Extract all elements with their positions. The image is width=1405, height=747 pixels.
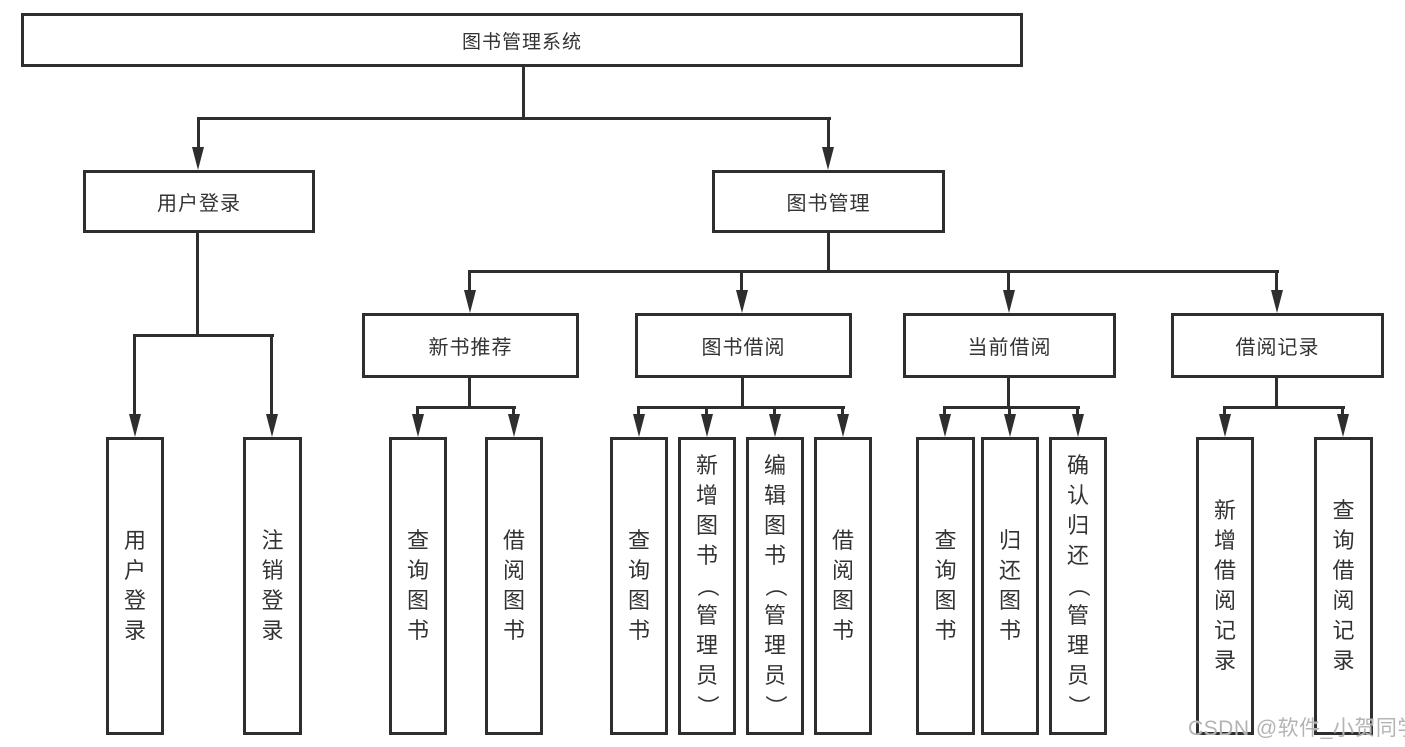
arrowhead xyxy=(1004,414,1016,437)
connector-line xyxy=(1008,406,1011,416)
connector-line xyxy=(468,270,471,292)
connector-line xyxy=(1275,270,1278,292)
arrowhead xyxy=(736,290,748,313)
connector-line xyxy=(196,233,199,336)
node-current-borrow: 当前借阅 xyxy=(903,313,1116,378)
connector-line xyxy=(1275,378,1278,409)
connector-l1-bar xyxy=(197,117,831,120)
leaf-user-login: 用户登录 xyxy=(106,437,164,735)
arrowhead xyxy=(412,414,424,437)
leaf-add-book-admin: 新增图书（管理员） xyxy=(678,437,736,735)
connector-bar xyxy=(637,406,845,409)
node-label: 新书推荐 xyxy=(428,337,513,359)
arrowhead xyxy=(837,414,849,437)
arrowhead xyxy=(939,414,951,437)
connector-line xyxy=(705,406,708,416)
connector-line xyxy=(512,406,515,416)
leaf-edit-book-admin: 编辑图书（管理员） xyxy=(746,437,804,735)
leaf-add-borrow-record: 新增借阅记录 xyxy=(1196,437,1254,735)
node-book-borrow: 图书借阅 xyxy=(635,313,852,378)
arrowhead-to-book-mgmt xyxy=(822,147,834,170)
connector-line xyxy=(1341,406,1344,416)
node-borrow-record: 借阅记录 xyxy=(1171,313,1384,378)
connector-line xyxy=(468,378,471,409)
leaf-query-books: 查询图书 xyxy=(916,437,975,735)
connector-bar xyxy=(133,334,274,337)
arrowhead xyxy=(508,414,520,437)
csdn-watermark: CSDN @软件_小贺同学 xyxy=(1188,717,1405,740)
node-new-book-recommend: 新书推荐 xyxy=(362,313,579,378)
connector-line xyxy=(827,117,830,147)
connector-l2-bar xyxy=(468,270,1279,273)
leaf-return-books: 归还图书 xyxy=(981,437,1039,735)
connector-line xyxy=(827,233,830,273)
node-label: 图书借阅 xyxy=(701,337,786,359)
leaf-confirm-return-admin: 确认归还（管理员） xyxy=(1049,437,1107,735)
node-label: 用户登录 xyxy=(157,193,241,215)
arrowhead xyxy=(129,414,141,437)
node-label: 图书管理系统 xyxy=(461,31,582,53)
arrowhead xyxy=(701,414,713,437)
connector-root-stem xyxy=(522,67,525,119)
leaf-query-books: 查询图书 xyxy=(610,437,668,735)
arrowhead xyxy=(1219,414,1231,437)
node-user-login: 用户登录 xyxy=(83,170,315,233)
connector-line xyxy=(943,406,946,416)
node-label: 图书管理 xyxy=(786,193,871,215)
arrowhead xyxy=(266,414,278,437)
connector-line xyxy=(1223,406,1226,416)
node-label: 借阅记录 xyxy=(1235,337,1320,359)
arrowhead xyxy=(769,414,781,437)
connector-line xyxy=(637,406,640,416)
arrowhead xyxy=(1003,290,1015,313)
leaf-borrow-books: 借阅图书 xyxy=(485,437,543,735)
connector-line xyxy=(416,406,419,416)
connector-bar xyxy=(943,406,1080,409)
arrowhead xyxy=(1337,414,1349,437)
connector-line xyxy=(740,270,743,292)
arrowhead-to-user-login xyxy=(192,147,204,170)
arrowhead xyxy=(633,414,645,437)
connector-bar xyxy=(416,406,516,409)
node-book-management: 图书管理 xyxy=(712,170,945,233)
connector-bar xyxy=(1223,406,1345,409)
arrowhead xyxy=(1271,290,1283,313)
node-library-system: 图书管理系统 xyxy=(21,13,1023,67)
connector-line xyxy=(133,334,136,414)
leaf-logout: 注销登录 xyxy=(243,437,302,735)
leaf-borrow-books: 借阅图书 xyxy=(814,437,872,735)
connector-line xyxy=(741,378,744,409)
connector-line xyxy=(197,117,200,147)
arrowhead xyxy=(464,290,476,313)
connector-line xyxy=(841,406,844,416)
connector-line xyxy=(1007,270,1010,292)
connector-line xyxy=(270,334,273,414)
connector-line xyxy=(773,406,776,416)
arrowhead xyxy=(1072,414,1084,437)
connector-line xyxy=(1007,378,1010,409)
leaf-query-borrow-record: 查询借阅记录 xyxy=(1314,437,1373,735)
leaf-query-books: 查询图书 xyxy=(389,437,447,735)
connector-line xyxy=(1076,406,1079,416)
node-label: 当前借阅 xyxy=(967,337,1052,359)
